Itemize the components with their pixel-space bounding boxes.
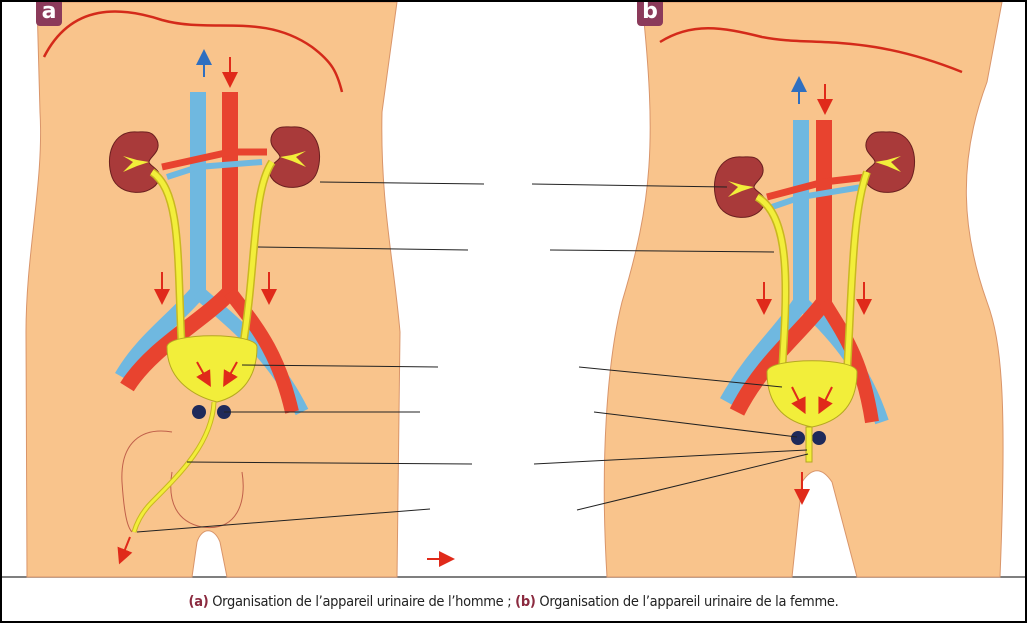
- figure-caption: (a) Organisation de l’appareil urinaire …: [2, 594, 1025, 610]
- rib-outline-b: [659, 27, 963, 74]
- label-leader-lines-b: [531, 183, 809, 511]
- caption-b-text: Organisation de l’appareil urinaire de l…: [535, 594, 839, 610]
- caption-b-tag: (b): [515, 594, 536, 610]
- rib-outline: [42, 10, 344, 93]
- label-leader-lines-a: [136, 181, 485, 533]
- bladder-b: [766, 360, 858, 428]
- urethra-b: [805, 426, 813, 463]
- panel-a-badge: a: [36, 2, 62, 26]
- male-body: [25, 2, 485, 578]
- female-body: [531, 2, 1004, 578]
- ureter: [150, 169, 185, 353]
- caption-a-tag: (a): [188, 594, 209, 610]
- prostate: [192, 405, 206, 419]
- panel-b-badge: b: [637, 2, 663, 26]
- caption-a-text: Organisation de l’appareil urinaire de l…: [208, 594, 516, 610]
- vena-cava: [115, 92, 206, 382]
- scrotum-outline: [121, 430, 173, 533]
